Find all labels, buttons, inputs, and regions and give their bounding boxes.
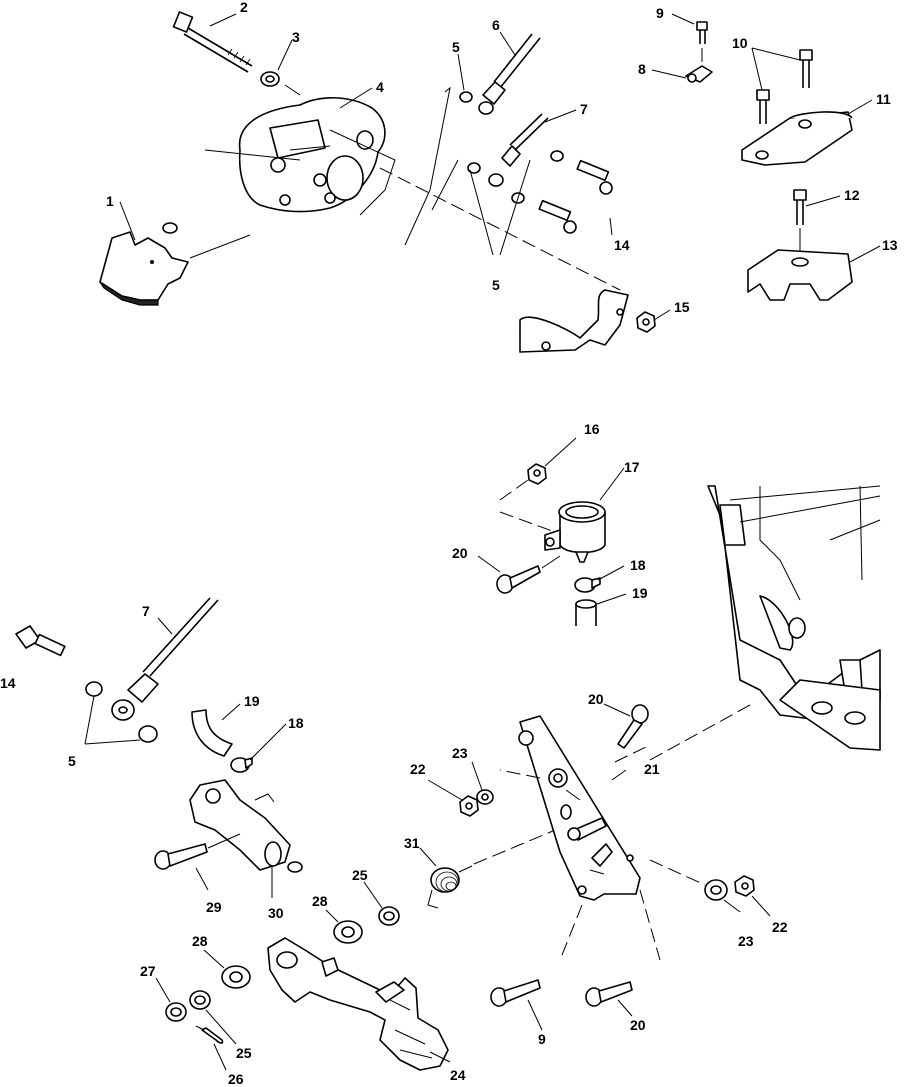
part-5-washer [459,91,473,103]
callout-16: 16 [584,421,600,437]
callout-17: 17 [624,459,640,475]
part-5-washer [467,162,481,174]
part-17-master-cylinder [499,501,606,563]
callout-5: 5 [68,753,76,769]
part-25-washer [189,990,211,1010]
vehicle-frame [707,485,881,751]
callout-18: 18 [630,557,646,573]
part-14-banjo-bolt [15,625,66,657]
part-7-brake-line [111,597,219,721]
part-8-clip [685,48,713,83]
callout-5: 5 [452,39,460,55]
callout-3: 3 [292,29,300,45]
callout-13: 13 [882,237,898,253]
callout-20: 20 [452,545,468,561]
part-5-washer [85,681,103,697]
part-23-washer [704,879,728,901]
callout-19: 19 [244,693,260,709]
part-18-hose-clamp [230,757,253,773]
callout-7: 7 [580,101,588,117]
callout-14: 14 [0,675,16,691]
part-14-banjo-bolt [576,159,613,195]
part-16-nut [527,463,547,485]
part-27-washer [165,1002,187,1022]
part-15-nut [636,311,656,333]
callout-30: 30 [268,905,284,921]
part-5-washer [138,725,158,743]
part-2-caliper-bolt [172,11,253,73]
callout-20: 20 [588,691,604,707]
callout-6: 6 [492,17,500,33]
part-10-bolt [799,49,813,88]
callout-23: 23 [738,933,754,949]
part-22-nut [459,795,479,817]
part-9-bolt [490,979,541,1007]
callout-25: 25 [352,867,368,883]
callout-23: 23 [452,745,468,761]
callout-31: 31 [404,835,420,851]
part-30-brake-switch-body [189,779,303,873]
callout-15: 15 [674,299,690,315]
part-23-washer [476,789,494,805]
part-12-bolt [793,189,807,252]
callout-21: 21 [644,761,660,777]
part-10-bolt [756,89,770,124]
part-14-banjo-bolt [538,199,577,234]
part-9-bolt [696,21,708,44]
brake-pedal-arm-fragment [519,289,629,353]
part-28-bushing [221,965,251,989]
callout-20: 20 [630,1017,646,1033]
callout-27: 27 [140,963,156,979]
part-1-brake-pad [99,222,251,306]
callout-4: 4 [376,79,384,95]
leader-lines [119,13,881,1071]
part-31-return-spring [427,827,561,909]
callout-19: 19 [632,585,648,601]
callout-10: 10 [732,35,748,51]
part-28-bushing [333,920,363,944]
callout-14: 14 [614,237,630,253]
callout-7: 7 [142,603,150,619]
part-20-bolt [585,981,633,1007]
part-11-clamp [741,111,853,166]
part-24-brake-pedal [267,937,449,1071]
part-20-bolt [496,555,561,594]
callout-1: 1 [106,193,114,209]
part-3-washer [260,71,280,87]
part-13-clamp-block [747,249,853,301]
callout-9: 9 [656,5,664,21]
callout-12: 12 [844,187,860,203]
part-4-brake-caliper [238,97,386,213]
callout-18: 18 [288,715,304,731]
callout-22: 22 [410,761,426,777]
part-19-hose [575,599,597,626]
part-7-brake-line-end [488,113,549,187]
part-6-brake-line-end [478,33,541,115]
callout-28: 28 [312,893,328,909]
callout-28: 28 [192,933,208,949]
part-19-hose [191,709,233,757]
callout-22: 22 [772,919,788,935]
callout-24: 24 [450,1067,466,1083]
callout-29: 29 [206,899,222,915]
callout-8: 8 [638,61,646,77]
callout-5: 5 [492,277,500,293]
part-20-bolt [617,704,649,749]
part-21-pedal-bracket [518,715,641,901]
part-29-bolt [154,833,241,870]
part-25-washer [378,906,400,926]
callout-9: 9 [538,1031,546,1047]
callout-25: 25 [236,1045,252,1061]
callout-11: 11 [876,91,891,107]
callout-2: 2 [240,0,248,15]
part-5-washer [550,150,564,162]
callout-26: 26 [228,1071,244,1087]
part-26-cotter-pin [195,1025,224,1044]
part-18-hose-clamp [574,577,601,593]
part-22-nut [734,875,755,897]
